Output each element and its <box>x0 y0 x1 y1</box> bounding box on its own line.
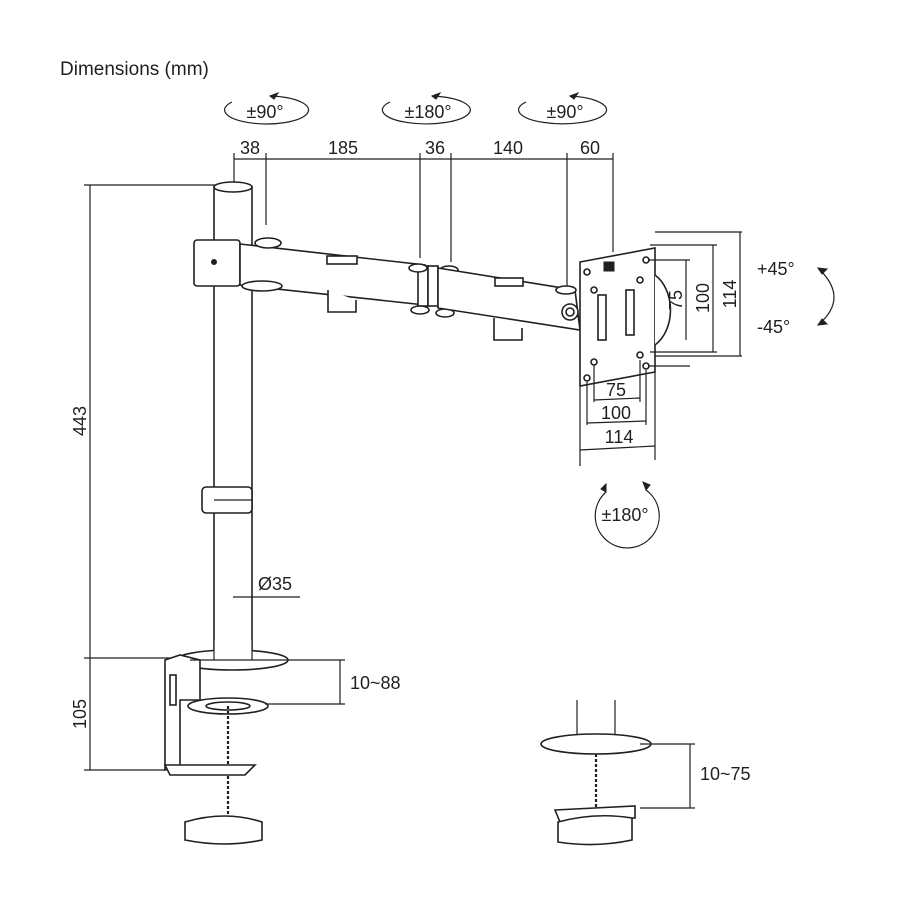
pole-diameter-label: Ø35 <box>258 574 292 594</box>
grommet-mount: 10~75 <box>540 700 751 846</box>
rotation-label: ±180° <box>601 505 648 525</box>
clamp-range-label: 10~88 <box>350 673 401 693</box>
arm-dimension-line: 38 185 36 140 60 <box>233 138 614 286</box>
pole-swivel-indicator: ±90° <box>223 91 310 125</box>
vesa-v-75: 75 <box>666 290 686 310</box>
dim-443: 443 <box>70 406 90 436</box>
dim-36: 36 <box>425 138 445 158</box>
tilt-down-label: -45° <box>757 317 790 337</box>
vesa-h-100: 100 <box>601 403 631 423</box>
grommet-knob <box>557 814 633 846</box>
rotate-arrow-icon <box>223 95 310 125</box>
arm-second-segment <box>437 267 581 341</box>
arm-joint-label: ±180° <box>404 102 451 122</box>
rotate-arrow-icon <box>517 95 608 125</box>
vesa-vertical-dimensions: 75 100 114 <box>648 231 742 367</box>
vesa-h-114: 114 <box>605 427 634 447</box>
diagram-title: Dimensions (mm) <box>60 59 209 80</box>
rotation-indicator: ±180° <box>594 481 660 549</box>
head-swivel-label: ±90° <box>546 102 583 122</box>
vesa-v-114: 114 <box>720 280 740 309</box>
vesa-plate <box>579 247 672 387</box>
vesa-v-100: 100 <box>693 283 713 313</box>
tilt-up-label: +45° <box>757 259 795 279</box>
desk-clamp: 10~88 <box>163 640 401 845</box>
dim-185: 185 <box>328 138 358 158</box>
pole-swivel-label: ±90° <box>246 102 283 122</box>
arm-joint-indicator: ±180° <box>381 91 471 125</box>
dim-38: 38 <box>240 138 260 158</box>
rotate-arrow-icon <box>381 95 471 125</box>
vesa-horizontal-dimensions: 75 100 114 <box>579 360 656 466</box>
tilt-indicator: +45° -45° <box>757 259 835 337</box>
vesa-h-75: 75 <box>606 380 626 400</box>
dim-140: 140 <box>493 138 523 158</box>
dim-60: 60 <box>580 138 600 158</box>
tilt-arrow-icon <box>817 267 835 326</box>
grommet-range-label: 10~75 <box>700 764 751 784</box>
head-swivel-indicator: ±90° <box>517 91 608 125</box>
clamp-knob <box>184 815 263 845</box>
rotate-arrow-icon <box>594 489 660 549</box>
dim-105: 105 <box>70 699 90 729</box>
pole-height-dimension: 443 105 <box>70 184 222 771</box>
